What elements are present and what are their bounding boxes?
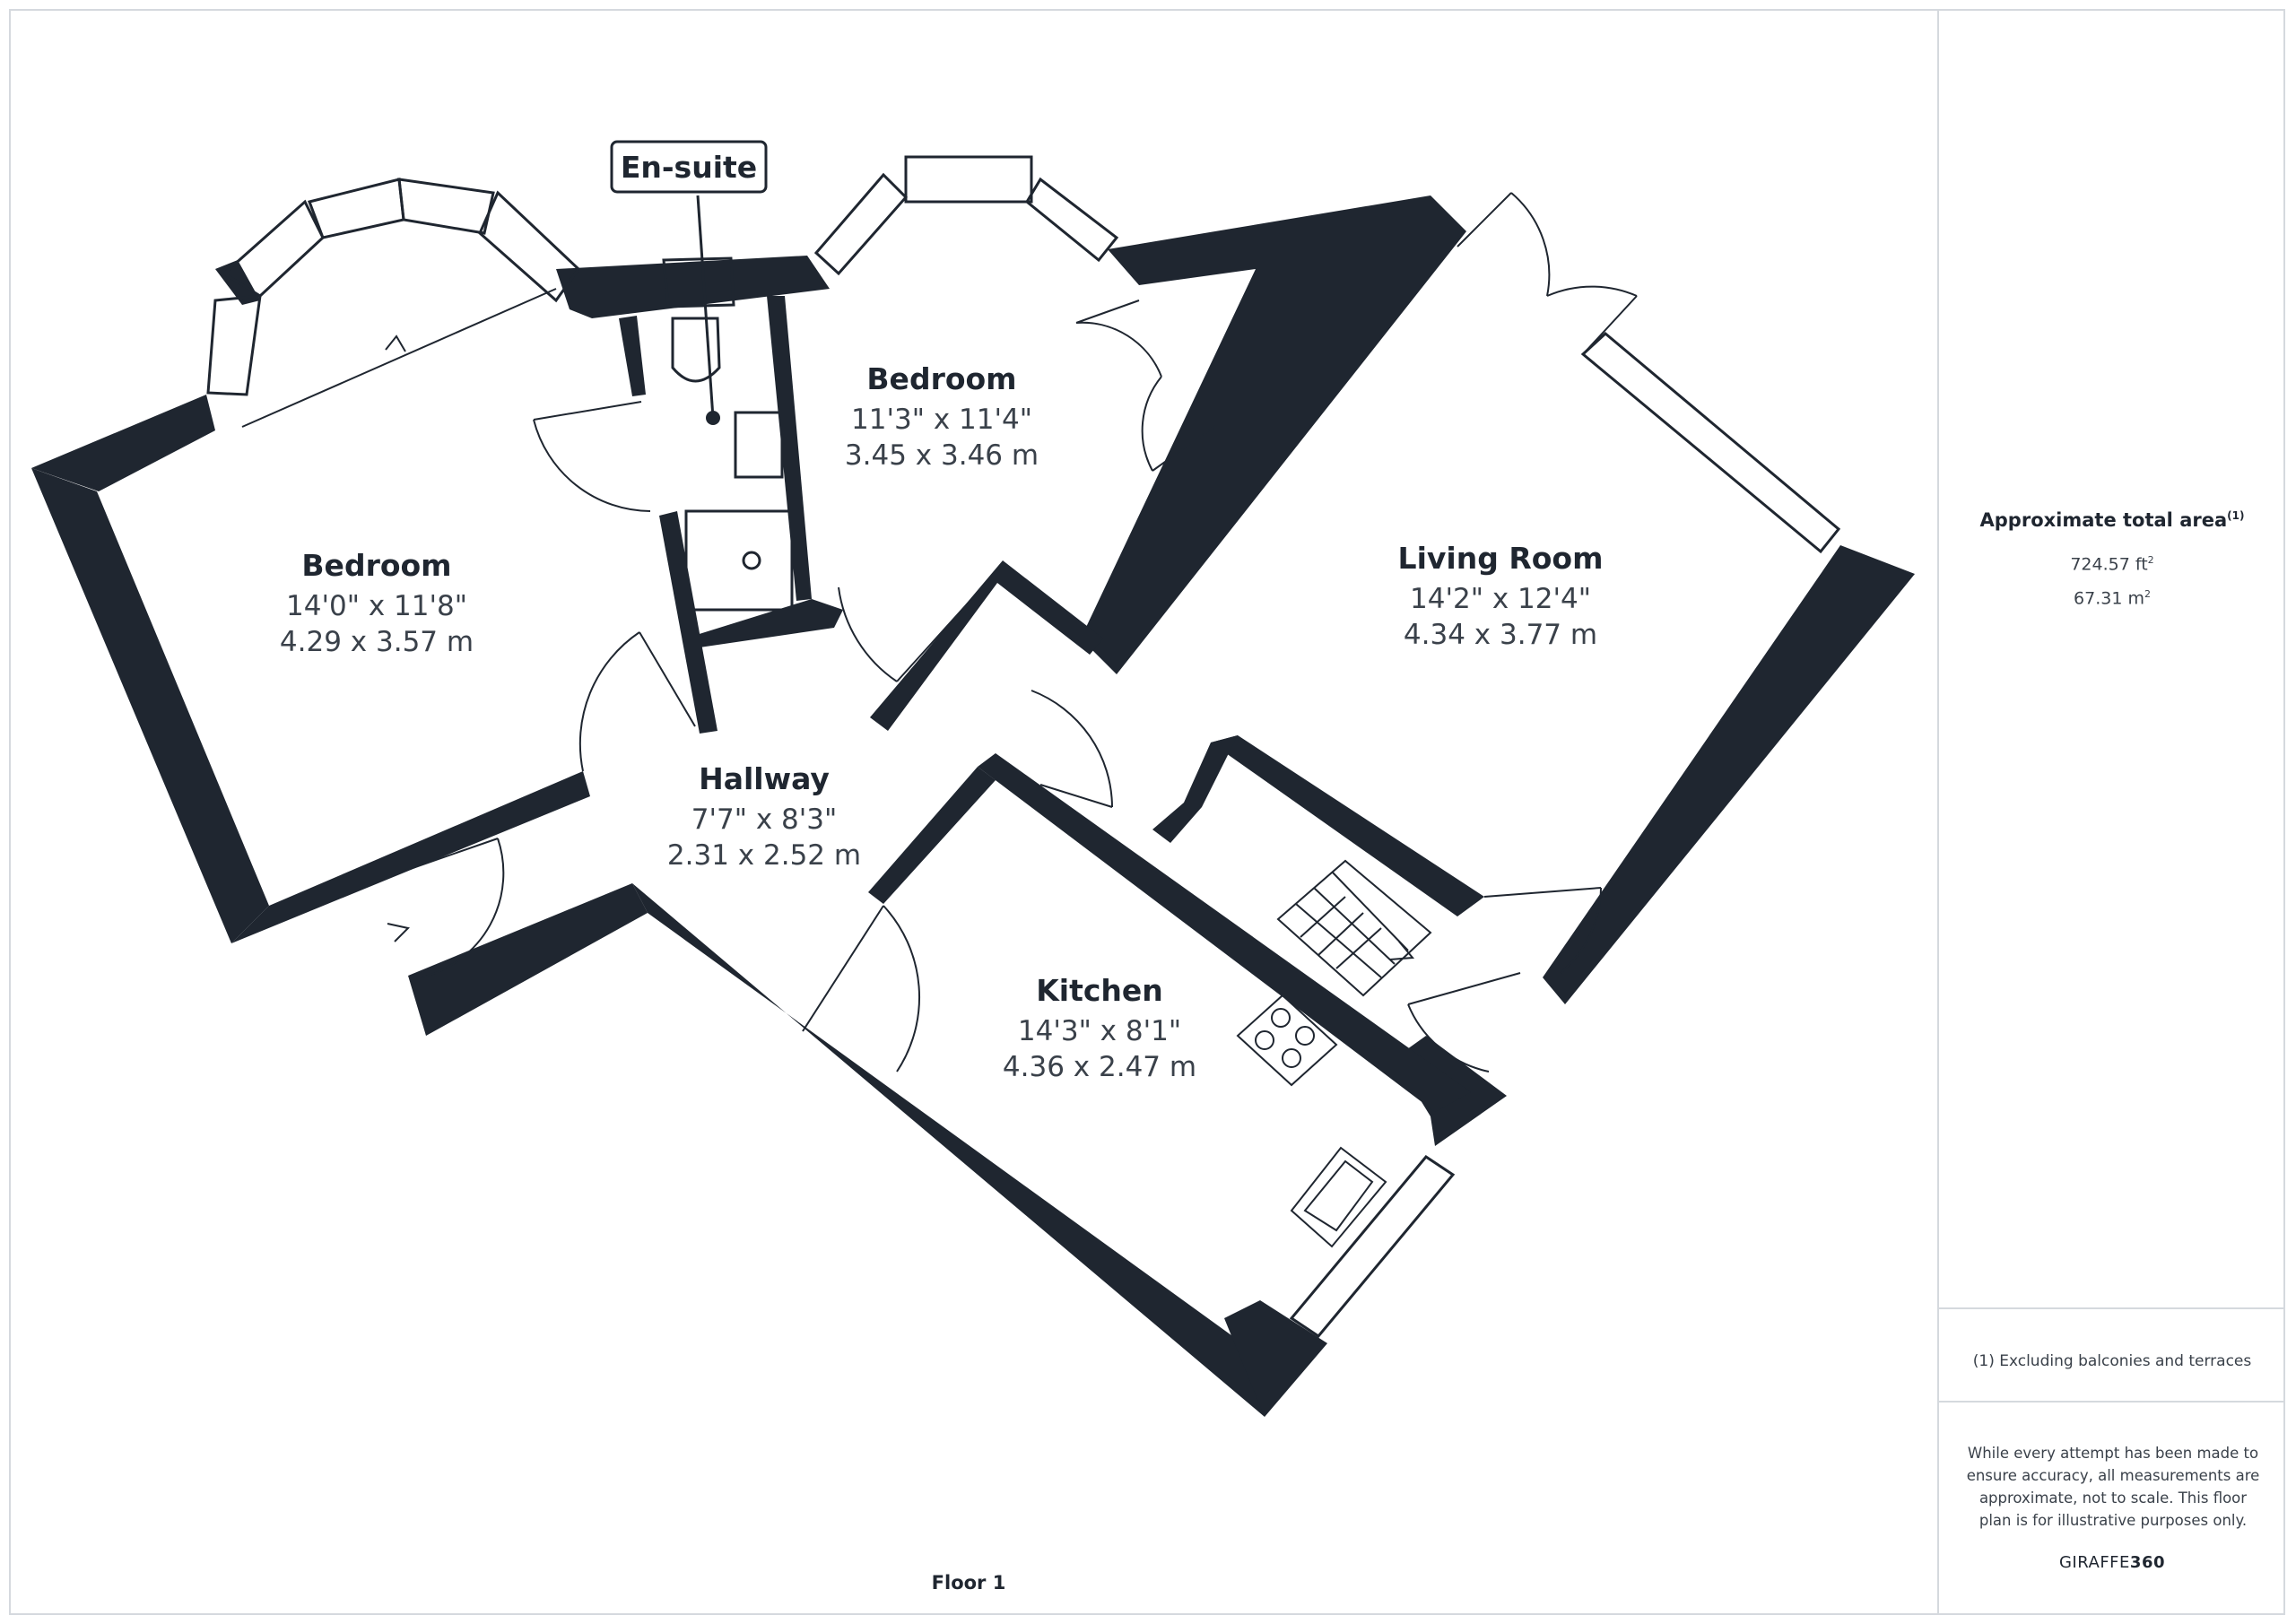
door-bedroom-top-wardrobe-1 [1075, 300, 1162, 378]
ensuite-toilet [671, 317, 721, 383]
window-bay-left-2 [222, 199, 325, 298]
room-name: Hallway [699, 761, 830, 796]
room-living-room: Living Room 14'2" x 12'4" 4.34 x 3.77 m [1398, 541, 1604, 651]
room-name: Bedroom [301, 548, 451, 583]
room-dim-metric: 4.34 x 3.77 m [1404, 619, 1597, 651]
sidebar-divider-1 [1939, 1307, 2285, 1309]
wall-ensuite-south [691, 599, 843, 647]
door-hall-cupboard [1031, 690, 1113, 808]
stair-outline [1276, 859, 1432, 997]
window-bay-left-3 [308, 178, 405, 239]
brand-logo: GIRAFFE360 [2058, 1553, 2165, 1572]
window-bay-left-5 [478, 190, 580, 303]
wall-ensuite-east [767, 296, 812, 601]
ensuite-fixtures [671, 317, 794, 612]
wall-bedroom-left-north [31, 395, 215, 491]
floor-plan: En-suite Bedroom 14'0" x 11'8" 4.29 x 3.… [31, 140, 1915, 1417]
room-dim-imperial: 11'3" x 11'4" [851, 404, 1032, 436]
floor-label: Floor 1 [931, 1572, 1006, 1594]
door-living-stair [1483, 887, 1602, 974]
door-bedroom-left-ensuite [533, 401, 651, 512]
area-title: Approximate total area(1) [1979, 509, 2245, 531]
window-bay-top-2 [904, 155, 1033, 204]
ensuite-label: En-suite [621, 150, 757, 185]
bedroom-left-arrow [385, 334, 406, 352]
window-bay-top-1 [813, 172, 909, 276]
windows [206, 155, 1841, 1338]
page-frame [9, 9, 2285, 1615]
door-kitchen-hall [802, 905, 921, 1073]
wall-stair-north [1211, 735, 1484, 916]
staircase [1276, 859, 1432, 997]
room-name: Living Room [1398, 541, 1604, 576]
doors [394, 192, 1638, 1073]
area-footnote: (1) Excluding balconies and terraces [1972, 1352, 2252, 1370]
room-name: Kitchen [1036, 973, 1163, 1008]
wall-hallway-south [408, 883, 648, 1036]
door-living-top-1 [1457, 192, 1551, 297]
area-sqft: 724.57 ft2 [2070, 554, 2154, 575]
wall-ensuite-inner [659, 511, 718, 734]
kitchen-sink [1290, 1146, 1387, 1248]
room-name: Bedroom [866, 361, 1016, 396]
stair-arrow [1389, 941, 1415, 960]
window-bay-left-1 [206, 294, 262, 396]
wall-kitchen-north [978, 753, 1471, 1112]
room-dim-imperial: 14'3" x 8'1" [1018, 1015, 1181, 1047]
wall-ensuite-west [619, 316, 646, 396]
wall-bedroom-left-west [31, 468, 269, 943]
room-kitchen: Kitchen 14'3" x 8'1" 4.36 x 2.47 m [1003, 973, 1196, 1083]
door-hall-bedroom-top [838, 586, 983, 682]
room-dim-imperial: 7'7" x 8'3" [691, 803, 838, 836]
wall-top-center [556, 256, 830, 318]
ensuite-basin [734, 411, 784, 479]
ensuite-pointer-line [696, 195, 715, 419]
room-bedroom-left: Bedroom 14'0" x 11'8" 4.29 x 3.57 m [280, 548, 474, 658]
front-entrance-arrow [387, 923, 411, 942]
hob [1236, 994, 1338, 1087]
bedroom-left-dimension-line [241, 288, 557, 428]
area-sqm: 67.31 m2 [2074, 588, 2151, 609]
door-bedroom-top-wardrobe-2 [1141, 376, 1216, 472]
window-bay-top-3 [1025, 177, 1119, 263]
walls [31, 195, 1915, 1417]
room-dim-metric: 3.45 x 3.46 m [845, 439, 1039, 472]
ensuite-shower [684, 509, 794, 612]
window-living-east [1580, 332, 1841, 554]
wall-kitchen-west [868, 767, 996, 904]
room-dim-metric: 4.36 x 2.47 m [1003, 1051, 1196, 1083]
room-hallway: Hallway 7'7" x 8'3" 2.31 x 2.52 m [667, 761, 861, 872]
door-living-top-2 [1546, 285, 1638, 355]
window-ensuite [662, 256, 735, 308]
door-front [394, 838, 505, 978]
wall-stair-south [1152, 735, 1238, 843]
room-dim-metric: 4.29 x 3.57 m [280, 626, 474, 658]
ensuite-shower-drain [742, 551, 761, 570]
disclaimer: While every attempt has been made to ens… [1966, 1445, 2260, 1529]
sidebar-divider-2 [1939, 1401, 2285, 1403]
wall-bedroom-top-south [870, 560, 1103, 731]
wall-living-east [1543, 545, 1915, 1004]
door-kitchen-living [1407, 972, 1521, 1073]
kitchen-fixtures [1236, 994, 1387, 1248]
room-dim-metric: 2.31 x 2.52 m [667, 839, 861, 872]
window-kitchen-east [1289, 1155, 1456, 1338]
window-bay-left-4 [397, 178, 495, 235]
wall-kitchen-southwest [632, 883, 1265, 1417]
info-sidebar: Approximate total area(1) 724.57 ft2 67.… [1937, 9, 2285, 1615]
wall-bedroom-living-wedge [1081, 195, 1466, 674]
door-bedroom-left-hall [578, 631, 696, 772]
ensuite-label-box [610, 140, 768, 194]
wall-bedroom-left-south [231, 771, 590, 943]
room-dim-imperial: 14'2" x 12'4" [1410, 583, 1591, 615]
room-dim-imperial: 14'0" x 11'8" [286, 590, 467, 622]
room-bedroom-top: Bedroom 11'3" x 11'4" 3.45 x 3.46 m [845, 361, 1039, 472]
wall-kitchen-southeast [1224, 1300, 1327, 1417]
